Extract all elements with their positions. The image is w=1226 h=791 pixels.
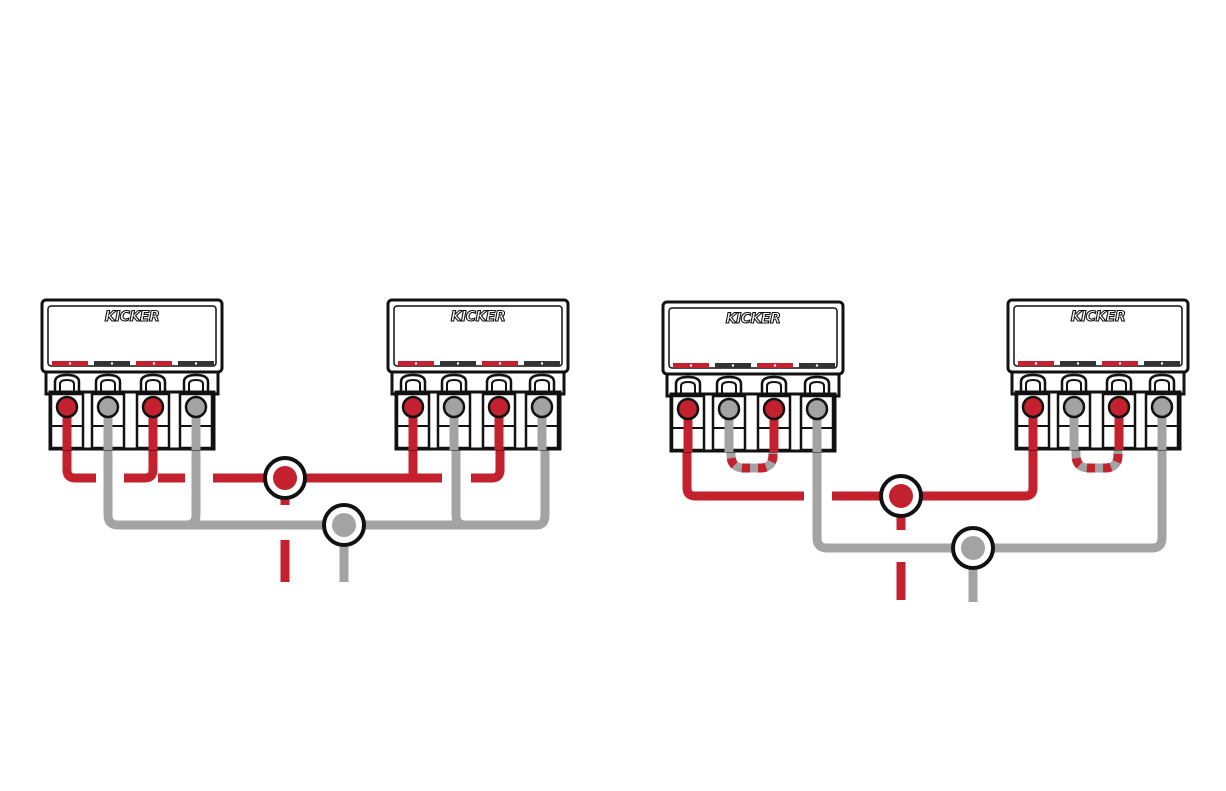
strip-dot [816, 364, 818, 366]
speaker-unit: KICKER [663, 302, 843, 452]
terminal-post [1152, 397, 1172, 417]
kicker-logo: KICKER [1071, 309, 1126, 325]
strip-dot [195, 362, 197, 364]
terminal-post [489, 397, 509, 417]
terminal-post [532, 397, 552, 417]
strip-dot [69, 362, 71, 364]
terminal-post [719, 399, 739, 419]
terminal-post [98, 397, 118, 417]
positive-wire [832, 410, 1033, 496]
terminal-post [764, 399, 784, 419]
speaker-unit: KICKER [388, 300, 568, 450]
kicker-logo: KICKER [105, 309, 160, 325]
strip-dot [690, 364, 692, 366]
strip-dot [1035, 362, 1037, 364]
strip-dot [541, 362, 543, 364]
terminal-post [57, 397, 77, 417]
terminal-post [1064, 397, 1084, 417]
kicker-logo: KICKER [451, 309, 506, 325]
speaker-unit: KICKER [42, 300, 222, 450]
strip-dot [1119, 362, 1121, 364]
strip-dot [1077, 362, 1079, 364]
terminal-post [403, 397, 423, 417]
strip-dot [732, 364, 734, 366]
strip-dot [415, 362, 417, 364]
terminal-post [444, 397, 464, 417]
junction-negative [953, 528, 993, 568]
terminal-post [143, 397, 163, 417]
speaker-units: KICKER KICKER KICKER KICKER [42, 300, 1188, 452]
speaker-unit: KICKER [1008, 300, 1188, 450]
junction-negative [324, 505, 364, 545]
strip-dot [457, 362, 459, 364]
kicker-logo: KICKER [726, 311, 781, 327]
strip-dot [153, 362, 155, 364]
strip-dot [111, 362, 113, 364]
terminal-post [807, 399, 827, 419]
strip-dot [1161, 362, 1163, 364]
junction-positive [881, 476, 921, 516]
junction-positive [265, 458, 305, 498]
terminal-post [186, 397, 206, 417]
strip-dot [774, 364, 776, 366]
terminal-post [678, 399, 698, 419]
strip-dot [499, 362, 501, 364]
terminal-post [1109, 397, 1129, 417]
terminal-post [1023, 397, 1043, 417]
